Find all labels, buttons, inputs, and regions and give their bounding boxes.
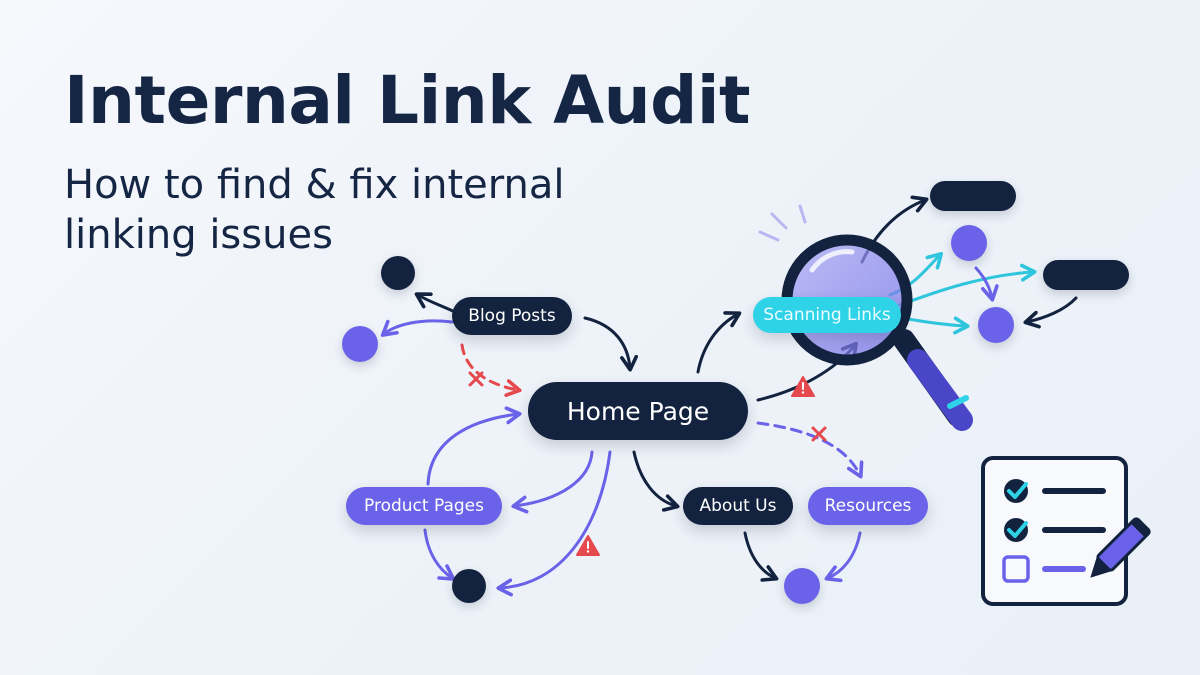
blog-posts-label: Blog Posts [468, 306, 556, 326]
arrow-bar-to-dot [1023, 296, 1078, 329]
page-bar [930, 181, 1016, 211]
arrow-home-to-resources [756, 421, 864, 479]
arrow-cyan-to-bar [898, 263, 1037, 307]
checklist-icon [981, 456, 1128, 606]
page-bar [1043, 260, 1129, 290]
arrow-about-to-dot [743, 531, 779, 582]
product-pages-label: Product Pages [364, 496, 484, 516]
scanning-links-node: Scanning Links [753, 297, 901, 333]
arrow-home-to-about [632, 450, 680, 512]
page-title: Internal Link Audit [64, 62, 751, 139]
broken-link-x-icon [811, 426, 827, 442]
blog-posts-node: Blog Posts [452, 297, 572, 335]
product-pages-node: Product Pages [346, 487, 502, 525]
page-dot [342, 326, 378, 362]
checkmark-icon [1004, 479, 1028, 503]
resources-label: Resources [824, 496, 912, 516]
broken-link-x-icon [468, 371, 484, 387]
about-us-label: About Us [699, 496, 777, 516]
arrow-cyan-to-dot-lower [900, 316, 970, 335]
warning-icon [791, 376, 815, 397]
page-dot [784, 568, 820, 604]
resources-node: Resources [808, 487, 928, 525]
arrow-product-to-home [426, 406, 522, 486]
arrow-right-to-dot [974, 266, 999, 302]
home-page-node: Home Page [528, 382, 748, 440]
arrow-blog-to-top-dot [414, 292, 457, 314]
arrow-resources-to-dot [824, 531, 862, 583]
page-dot [951, 225, 987, 261]
page-dot [978, 307, 1014, 343]
arrow-home-to-product [511, 450, 594, 514]
arrow-product-to-bottom-dot [423, 528, 456, 581]
page-dot [381, 256, 415, 290]
page-subtitle: How to find & fix internal linking issue… [64, 162, 565, 258]
scanning-links-label: Scanning Links [763, 305, 891, 325]
broken-arrow-blog-to-home [460, 343, 522, 397]
pencil-icon [1090, 517, 1151, 578]
arrow-home-to-scanning [696, 311, 742, 374]
checkmark-icon [1004, 518, 1028, 542]
about-us-node: About Us [683, 487, 793, 525]
arrow-home-to-bottom-dot [496, 450, 612, 597]
arrow-blog-to-left-dot [380, 319, 454, 337]
page-dot [452, 569, 486, 603]
arrow-blog-to-home [583, 316, 639, 372]
warning-icon [576, 535, 600, 556]
home-page-label: Home Page [566, 396, 710, 426]
